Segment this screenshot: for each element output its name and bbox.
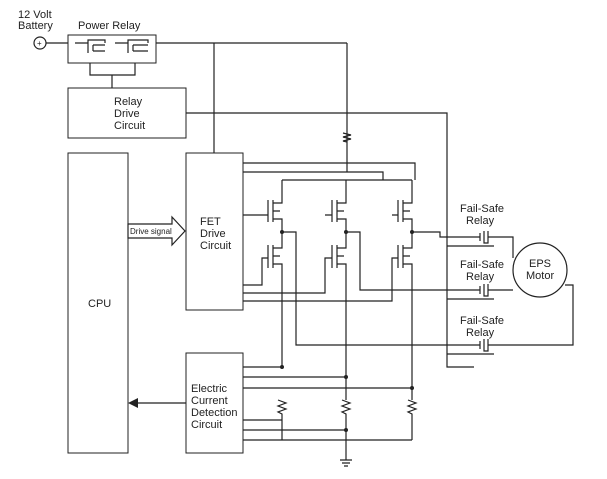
motor-wire-1 [496,236,514,258]
detect-node-3 [344,428,348,432]
detect-node-1 [344,375,348,379]
motor-wire-3 [496,284,574,346]
fail-safe-coil-bus [447,245,476,355]
fet-drive-label-line3: Circuit [200,240,231,252]
supply-resistor-icon [342,132,352,143]
power-relay: Power Relay [67,20,157,76]
drive-signal-arrow-icon [127,215,186,247]
power-relay-label: Power Relay [78,20,141,32]
gate-wire-6 [243,265,393,302]
current-detection-label-line2: Current [191,395,228,407]
drive-signal-arrow: Drive signal [127,215,186,247]
relay-drive-circuit: Relay Drive Circuit [67,87,187,139]
fet-low-3-icon [391,232,413,285]
fet-high-3-icon [392,180,413,232]
current-detection-box [185,352,244,454]
relay-drive-label-line3: Circuit [114,120,145,132]
h-bridge [261,180,414,285]
phase-v-output-wire [346,231,474,291]
battery-label-line2: Battery [18,20,53,32]
fet-high-1-icon [262,180,283,232]
fet-drive-circuit: FET Drive Circuit [185,152,244,311]
fail-safe-relay-3: Fail-Safe Relay [460,315,504,355]
battery: 12 Volt Battery + [18,9,53,50]
fet-drive-box [185,152,244,311]
gate-wire-1 [243,162,416,180]
current-detection-label-line3: Detection [191,407,237,419]
phase-u-output-wire [282,231,474,346]
fail-safe-relay-3-icon [474,339,496,355]
relay-drive-label-line1: Relay [114,96,143,108]
fail-safe-relay-2: Fail-Safe Relay [460,259,504,300]
detect-node-2 [410,386,414,390]
power-relay-fet-left-icon [75,39,106,53]
phase-w-output-wire [412,231,474,238]
relay-drive-label-line2: Drive [114,108,140,120]
power-relay-fet-right-icon [115,39,149,53]
eps-motor-icon [512,242,568,298]
fail-safe-relay-1-line2: Relay [466,215,495,227]
eps-motor-label-line2: Motor [526,270,554,282]
battery-terminal-symbol: + [37,39,42,48]
detect-to-cpu-arrow-icon [128,398,138,408]
eps-motor-label-line1: EPS [529,258,551,270]
fail-safe-relay-1-line1: Fail-Safe [460,203,504,215]
fet-low-2-icon [324,232,347,285]
fet-low-1-icon [261,232,283,285]
current-detection-label-line1: Electric [191,383,228,395]
fet-drive-label-line1: FET [200,216,221,228]
fail-safe-relay-3-line1: Fail-Safe [460,315,504,327]
fail-safe-relay-1-icon [474,231,496,247]
detect-node-4 [280,365,284,369]
shunt-resistor-1-icon [276,399,288,440]
gate-wire-4 [243,265,263,286]
fail-safe-relay-1: Fail-Safe Relay [460,203,504,247]
gate-wire-2 [243,171,384,180]
gate-wire-5 [243,265,326,294]
fail-safe-relay-2-line2: Relay [466,271,495,283]
power-relay-gate-link [89,63,136,76]
fail-safe-relay-3-line2: Relay [466,327,495,339]
drive-signal-label: Drive signal [130,227,172,236]
current-detection-circuit: Electric Current Detection Circuit [185,352,244,454]
fet-high-2-icon [325,180,347,232]
relay-drive-to-failsafe-wire [186,112,474,368]
ground-icon [340,459,352,467]
battery-label-line1: 12 Volt [18,9,52,21]
cpu-box [67,152,129,454]
shunt-resistor-2-icon [340,399,352,460]
fail-safe-relay-2-icon [474,284,496,300]
cpu: CPU [67,152,129,454]
power-relay-box [67,34,157,64]
shunt-resistor-3-icon [406,399,418,440]
fail-safe-relay-2-line1: Fail-Safe [460,259,504,271]
cpu-label: CPU [88,298,111,310]
current-detection-label-line4: Circuit [191,419,222,431]
fet-drive-label-line2: Drive [200,228,226,240]
eps-motor: EPS Motor [512,242,568,298]
